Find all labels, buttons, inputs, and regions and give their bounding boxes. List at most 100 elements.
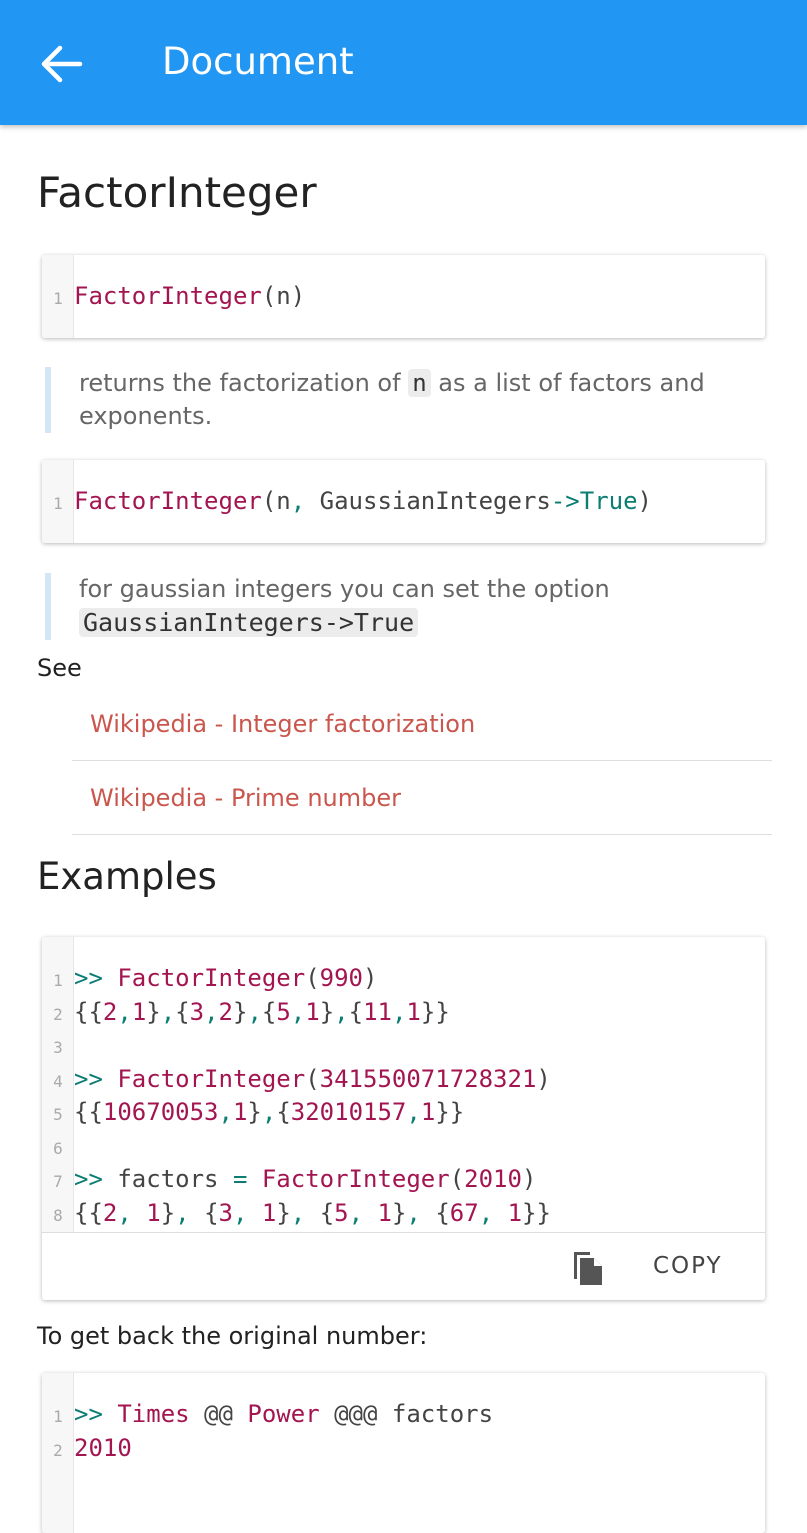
- code-line: 5{{10670053,1},{32010157,1}}: [42, 1097, 765, 1131]
- code-lines: 1>> FactorInteger(990)2{{2,1},{3,2},{5,1…: [42, 963, 765, 1231]
- code-token: 1: [377, 1198, 392, 1227]
- code-line: 6: [42, 1131, 765, 1165]
- code-token: 2010: [464, 1165, 522, 1193]
- line-number: 1: [53, 494, 63, 513]
- code-token: ,: [218, 1098, 233, 1126]
- code-token: [363, 1199, 377, 1227]
- code-token: ,: [391, 997, 407, 1026]
- code-token: FactorInteger: [117, 1064, 306, 1093]
- code-token: ,: [204, 997, 219, 1026]
- code-line: 1>> Times @@ Power @@@ factors: [42, 1399, 765, 1433]
- code-token: factors: [102, 1165, 233, 1193]
- link-integer-factorization[interactable]: Wikipedia - Integer factorization: [72, 687, 772, 761]
- code-token: {: [189, 1198, 219, 1227]
- code-token: {: [420, 1198, 450, 1227]
- code-token: =: [232, 1165, 248, 1193]
- copy-button[interactable]: COPY: [653, 1253, 723, 1279]
- code-token: ,: [175, 1198, 190, 1227]
- code-token: (: [449, 1165, 465, 1193]
- copy-icon[interactable]: [572, 1249, 606, 1287]
- inline-code: GaussianIntegers->True: [79, 608, 419, 637]
- code-line: 7>> factors = FactorInteger(2010): [42, 1164, 765, 1198]
- code-token: FactorInteger: [74, 487, 262, 515]
- code-token: True: [579, 487, 638, 515]
- examples-code-block: 1>> FactorInteger(990)2{{2,1},{3,2},{5,1…: [42, 937, 765, 1300]
- code-token: ,: [160, 997, 176, 1026]
- line-number: 1: [53, 1407, 63, 1426]
- code-token: 2: [102, 997, 118, 1026]
- code-block-footer: COPY: [42, 1232, 765, 1300]
- line-number: 7: [53, 1172, 63, 1191]
- line-number: 3: [53, 1038, 63, 1057]
- code-token: 5: [334, 1198, 349, 1227]
- code-line: 4>> FactorInteger(341550071728321): [42, 1064, 765, 1098]
- code-token: 3: [189, 997, 205, 1026]
- code-token: {: [175, 997, 190, 1026]
- examples-heading: Examples: [37, 855, 217, 898]
- line-number: 4: [53, 1071, 63, 1091]
- code-token: {: [276, 1098, 291, 1126]
- code-token: @@@ factors: [319, 1400, 494, 1428]
- code-token: }: [146, 997, 161, 1026]
- code-token: 1: [146, 1198, 161, 1227]
- code-token: [103, 1065, 117, 1093]
- code-token: }}: [435, 1098, 465, 1126]
- code-line: 2{{2,1},{3,2},{5,1},{11,1}}: [42, 997, 765, 1031]
- code-token: }: [319, 997, 335, 1026]
- code-token: ,: [478, 1198, 494, 1227]
- code-token: Times: [117, 1400, 190, 1428]
- code-token: ,: [406, 1198, 421, 1227]
- code-token: {{: [74, 997, 103, 1026]
- code-token: 32010157: [290, 1098, 407, 1126]
- restore-text: To get back the original number:: [37, 1322, 428, 1350]
- code-token: {: [348, 997, 364, 1026]
- code-token: }}: [420, 997, 450, 1026]
- see-label: See: [37, 654, 82, 682]
- page-title: FactorInteger: [37, 168, 317, 217]
- code-token: >>: [74, 964, 103, 992]
- description-quote: returns the factorization of n as a list…: [45, 367, 765, 433]
- code-token: }: [391, 1198, 407, 1227]
- code-token: {{: [74, 1198, 103, 1227]
- code-token: @@: [189, 1400, 248, 1428]
- code-token: }: [160, 1198, 176, 1227]
- link-prime-number[interactable]: Wikipedia - Prime number: [72, 761, 772, 835]
- code-token: 11: [363, 997, 392, 1026]
- inline-code: n: [408, 369, 431, 397]
- code-token: 990: [319, 964, 364, 992]
- code-token: 1: [406, 997, 421, 1026]
- code-token: 1: [305, 997, 320, 1026]
- code-token: {: [305, 1198, 335, 1227]
- code-token: ): [521, 1165, 537, 1193]
- code-token: [103, 964, 117, 992]
- line-number: 2: [53, 1440, 63, 1460]
- code-token: ,: [290, 487, 306, 515]
- code-token: GaussianIntegers: [305, 487, 551, 515]
- code-token: 1: [420, 1098, 436, 1126]
- code-token: 1: [261, 1198, 277, 1227]
- line-number: 2: [53, 1004, 63, 1024]
- app-bar: Document: [0, 0, 807, 125]
- code-token: 1: [507, 1198, 523, 1227]
- code-token: >>: [74, 1064, 103, 1093]
- code-line: 1>> FactorInteger(990): [42, 963, 765, 997]
- line-number: 6: [53, 1138, 63, 1158]
- code-token: FactorInteger: [74, 282, 262, 310]
- line-number: 8: [53, 1205, 63, 1225]
- code-token: [103, 1400, 117, 1428]
- code-token: (: [305, 964, 320, 992]
- code-token: FactorInteger: [117, 964, 306, 992]
- back-arrow-icon[interactable]: [40, 44, 84, 84]
- code-token: 2: [102, 1198, 118, 1227]
- code-token: ,: [232, 1198, 248, 1227]
- line-number: 5: [53, 1105, 63, 1124]
- code-token: }: [276, 1198, 291, 1227]
